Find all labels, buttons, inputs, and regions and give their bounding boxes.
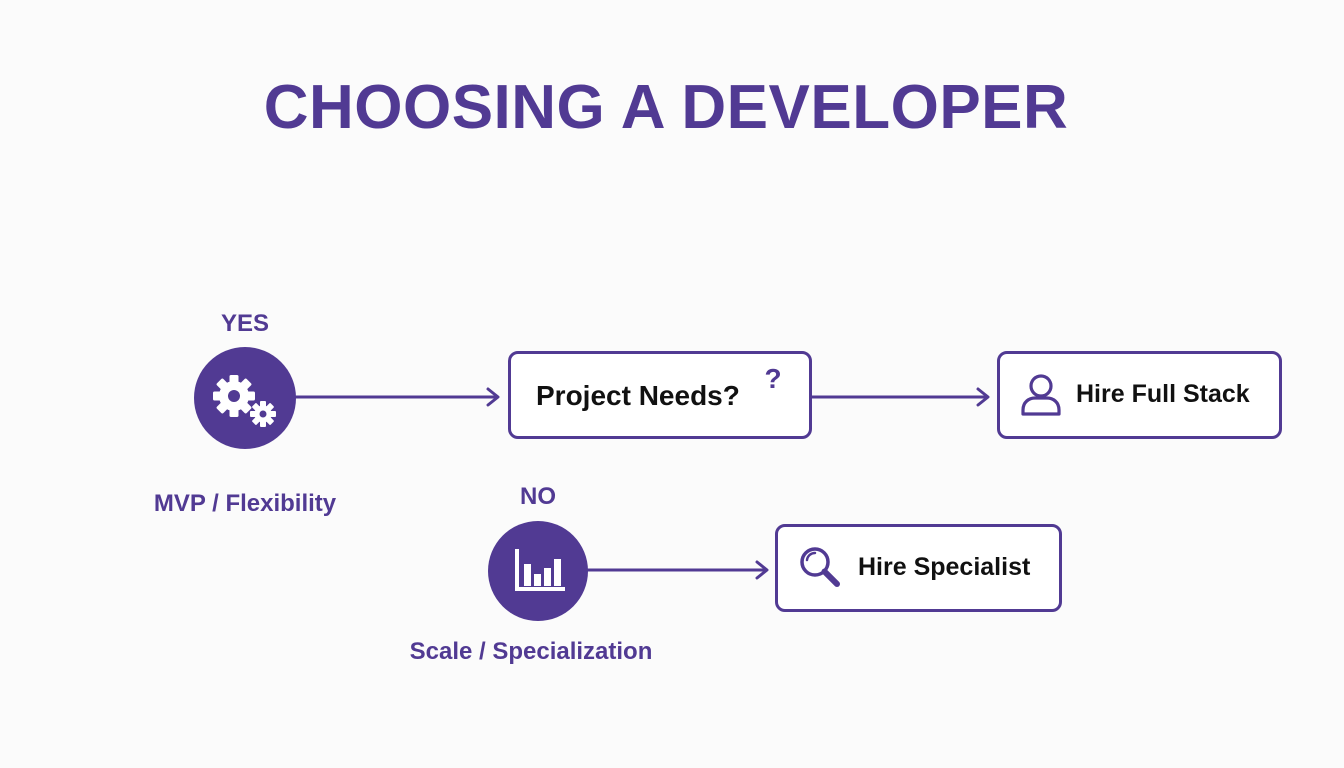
yes-label: YES	[220, 310, 270, 337]
gears-icon	[213, 375, 276, 427]
yes-node-circle	[194, 347, 296, 449]
arrowhead-no-to-specialist	[755, 560, 769, 580]
no-node-circle	[488, 521, 588, 621]
diagram-title: CHOOSING A DEVELOPER	[263, 73, 1069, 142]
full-stack-label: Hire Full Stack	[1076, 380, 1250, 408]
arrowhead-decision-to-full-stack	[976, 387, 990, 407]
arrowhead-yes-to-decision	[486, 387, 500, 407]
no-caption: Scale / Specialization	[409, 638, 653, 665]
user-icon	[1021, 374, 1061, 416]
question-mark-icon: ?	[764, 363, 782, 394]
specialist-box	[775, 524, 1062, 612]
decision-label: Project Needs?	[536, 380, 740, 411]
no-label: NO	[520, 483, 556, 510]
decision-box	[508, 351, 812, 439]
yes-caption: MVP / Flexibility	[153, 490, 337, 517]
bar-chart-icon	[515, 549, 565, 591]
specialist-label: Hire Specialist	[858, 553, 1031, 581]
search-icon	[800, 547, 840, 587]
